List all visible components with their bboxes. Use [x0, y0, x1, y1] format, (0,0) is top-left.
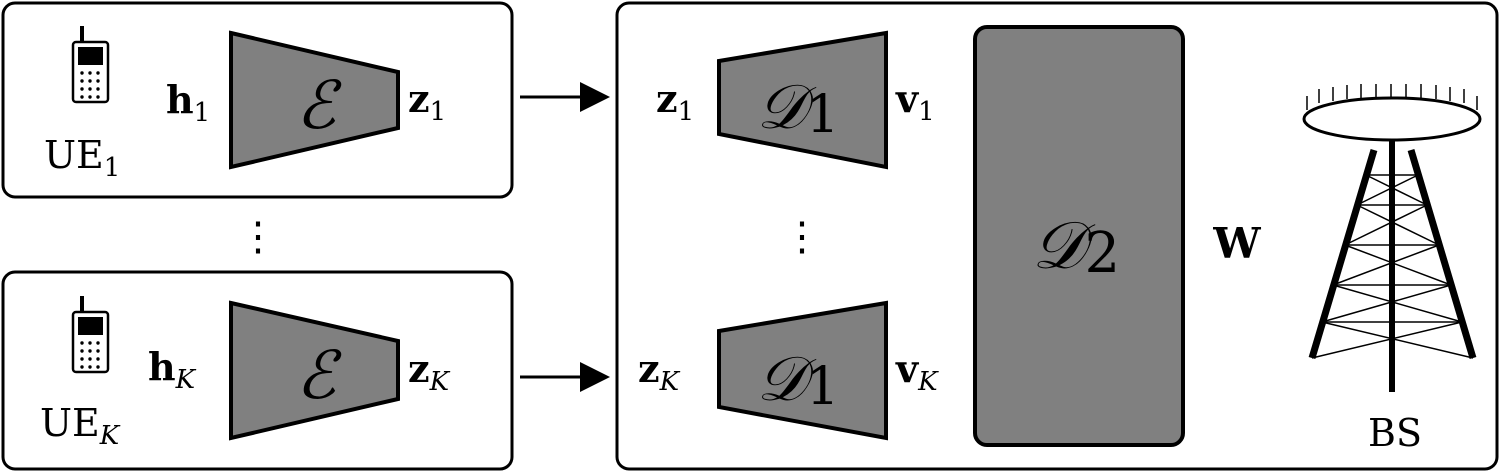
bs-box — [615, 1, 1499, 471]
decoder-ellipsis: ⋮ — [782, 214, 822, 260]
base-station-tower-icon — [1302, 84, 1482, 392]
ue-bottom-output-label: zK — [408, 346, 451, 397]
phone-icon — [71, 296, 110, 374]
ue-top-input-label: h1 — [166, 77, 210, 128]
precoder-output-label: W — [1212, 219, 1261, 268]
ue-bottom-input-label: hK — [148, 344, 197, 395]
encoder-block-bottom — [229, 300, 400, 441]
ue-top-group: UE1 h1 ℰ z1 — [1, 1, 514, 199]
decoder1-block-top — [717, 30, 888, 170]
ue-top-box — [1, 1, 514, 199]
encoder-block-top — [229, 30, 400, 170]
ue-bottom-box — [1, 270, 514, 471]
decoder2-block — [973, 25, 1185, 447]
dec1-top-input-label: z1 — [656, 76, 694, 127]
ue-bottom-group: UEK hK ℰ zK — [1, 270, 514, 471]
bs-group: z1 𝒟1 v1 ⋮ zK 𝒟1 vK 𝒟2 W — [615, 1, 1499, 471]
ue-ellipsis: ⋮ — [238, 214, 278, 260]
dec1-bottom-output-label: vK — [895, 346, 939, 397]
encoder-symbol-top: ℰ — [296, 67, 342, 144]
base-station-label: BS — [1368, 411, 1422, 455]
ue-top-label: UE1 — [44, 133, 120, 183]
encoder-symbol-bottom: ℰ — [296, 337, 342, 414]
dec1-bottom-input-label: zK — [638, 346, 681, 397]
dec1-top-output-label: v1 — [895, 76, 935, 127]
decoder2-symbol: 𝒟2 — [1032, 207, 1120, 286]
decoder1-block-bottom — [717, 300, 888, 441]
phone-icon — [71, 26, 110, 104]
ue-bottom-label: UEK — [40, 401, 121, 451]
ue-top-output-label: z1 — [408, 76, 446, 127]
